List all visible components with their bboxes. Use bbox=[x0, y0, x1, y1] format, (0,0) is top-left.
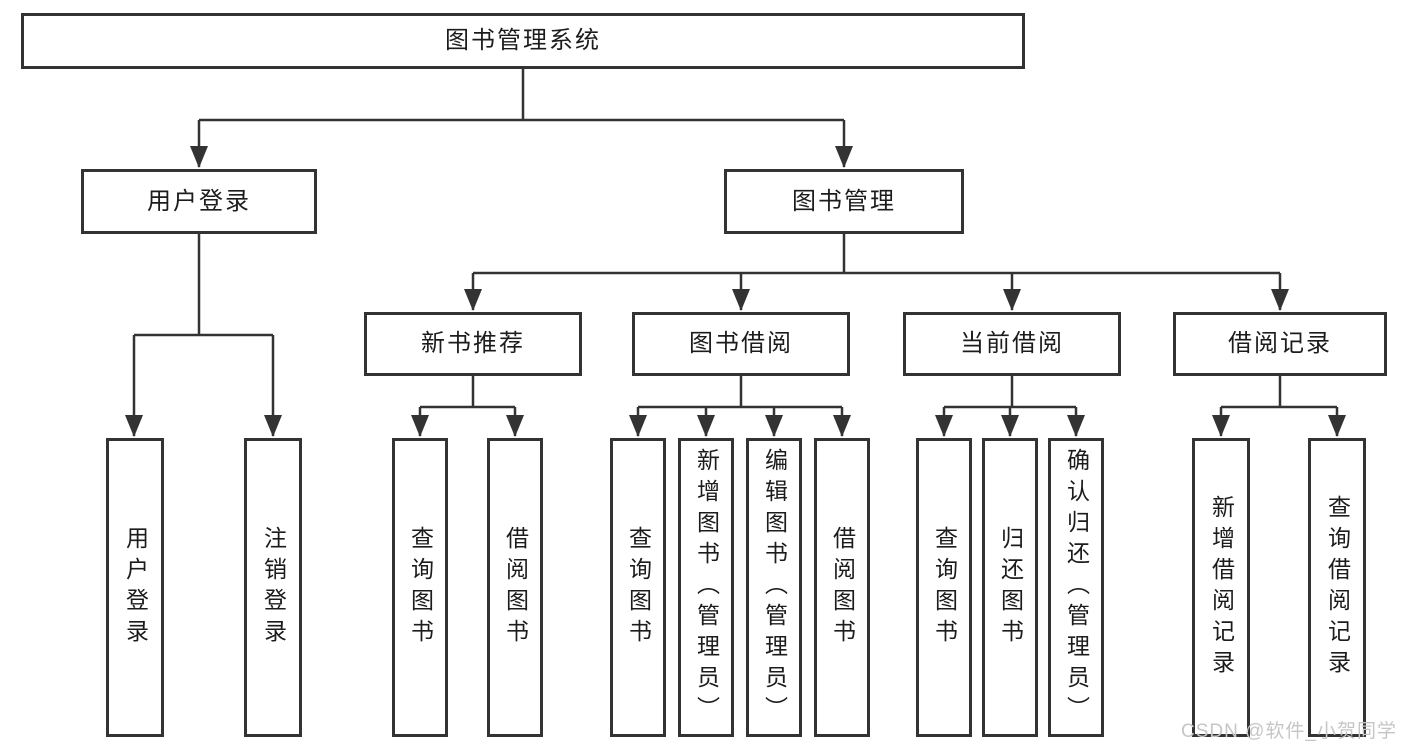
leaf-confirm-return-admin: 确认归还（管理员） bbox=[1048, 438, 1104, 737]
leaf-query-books-recommend: 查询图书 bbox=[392, 438, 448, 737]
node-book-borrowing: 图书借阅 bbox=[632, 312, 850, 376]
node-root: 图书管理系统 bbox=[21, 13, 1025, 69]
node-user-login: 用户登录 bbox=[81, 169, 317, 234]
leaf-user-login: 用户登录 bbox=[106, 438, 164, 737]
leaf-query-books-current: 查询图书 bbox=[916, 438, 972, 737]
node-current-borrowing: 当前借阅 bbox=[903, 312, 1121, 376]
node-borrowing-records: 借阅记录 bbox=[1173, 312, 1387, 376]
leaf-add-borrow-record: 新增借阅记录 bbox=[1192, 438, 1250, 737]
leaf-borrow-books-borrowing: 借阅图书 bbox=[814, 438, 870, 737]
leaf-query-borrow-record: 查询借阅记录 bbox=[1308, 438, 1366, 737]
leaf-edit-book-admin: 编辑图书（管理员） bbox=[746, 438, 802, 737]
leaf-borrow-books-recommend: 借阅图书 bbox=[487, 438, 543, 737]
node-book-management: 图书管理 bbox=[724, 169, 964, 234]
watermark: CSDN @软件_小贺同学 bbox=[1181, 721, 1397, 742]
leaf-logout: 注销登录 bbox=[244, 438, 302, 737]
leaf-add-book-admin: 新增图书（管理员） bbox=[678, 438, 734, 737]
leaf-return-book: 归还图书 bbox=[982, 438, 1038, 737]
leaf-query-books-borrowing: 查询图书 bbox=[610, 438, 666, 737]
connector-trunk-lines bbox=[134, 69, 1337, 409]
node-new-book-recommendation: 新书推荐 bbox=[364, 312, 582, 376]
